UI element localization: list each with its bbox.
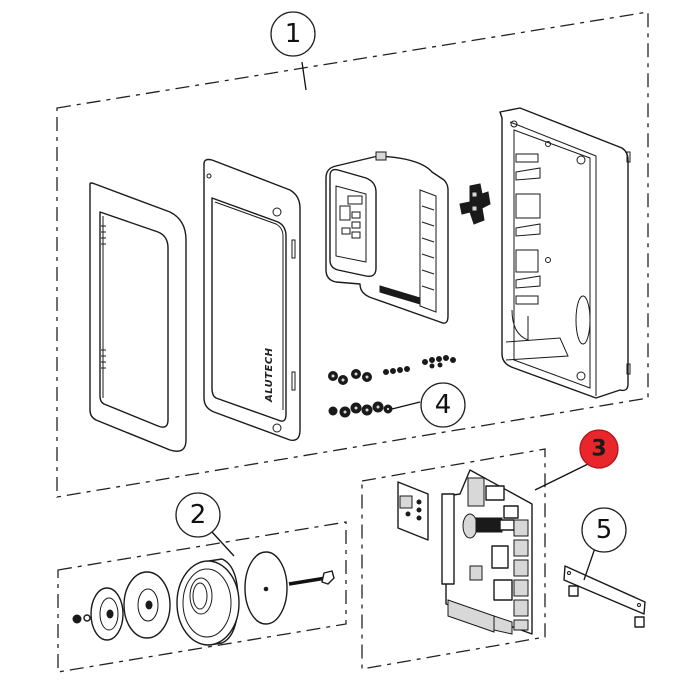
rear-housing — [499, 107, 631, 399]
terminal-blocks — [513, 519, 529, 631]
mounting-bracket — [563, 565, 646, 628]
connector-pins — [421, 205, 435, 291]
svg-text:5: 5 — [596, 515, 613, 545]
terminal-connector — [459, 183, 491, 225]
screw-hole — [272, 423, 282, 433]
callout-1[interactable]: 1 — [270, 11, 316, 57]
leader-4 — [391, 401, 421, 410]
leader-5 — [583, 547, 596, 581]
svg-text:1: 1 — [285, 19, 302, 49]
washer-row — [328, 369, 372, 385]
bolt-row — [328, 401, 393, 418]
control-board — [397, 469, 533, 635]
callout-3[interactable]: 3 — [579, 429, 619, 469]
group-1-boundary — [56, 11, 649, 498]
leader-3 — [534, 463, 589, 491]
pulley-assembly — [72, 551, 335, 646]
callout-4[interactable]: 4 — [420, 382, 466, 428]
callout-2[interactable]: 2 — [175, 492, 221, 538]
callout-5[interactable]: 5 — [581, 507, 627, 553]
screw-hole — [272, 207, 282, 217]
leader-2 — [211, 531, 235, 557]
display-module — [325, 151, 449, 324]
svg-text:2: 2 — [190, 500, 207, 530]
leader-1 — [301, 61, 307, 91]
fasteners — [328, 355, 456, 418]
small-screws — [383, 355, 456, 375]
group-3-boundary — [361, 448, 546, 670]
front-frame — [89, 182, 187, 452]
group-2-boundary — [57, 521, 347, 673]
front-cover: ALUTECH — [203, 158, 301, 441]
svg-text:3: 3 — [591, 437, 606, 462]
brand-label: ALUTECH — [264, 347, 275, 403]
svg-text:4: 4 — [435, 390, 452, 420]
frame-vent-ticks — [101, 225, 106, 369]
